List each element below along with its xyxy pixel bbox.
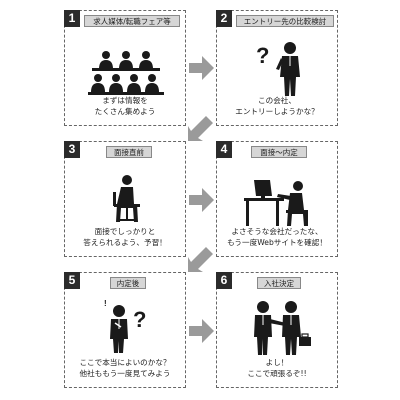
step-card-6: 6 入社決定 よし！ ここで頑張るぞ!!	[216, 272, 338, 388]
step-caption: ここで本当によいのかな？ 他社ももう一度見てみよう	[79, 358, 171, 378]
handshake-icon	[254, 301, 311, 355]
step-title: エントリー先の比較検討	[236, 15, 334, 27]
audience-icon	[88, 51, 164, 95]
step-number: 6	[216, 272, 232, 289]
step-card-4: 4 面接～内定 よさそうな会社だったな、 もう一度Webサイトを確認！	[216, 141, 338, 257]
step-caption: よさそうな会社だったな、 もう一度Webサイトを確認！	[227, 227, 327, 247]
arrow-right-icon	[189, 188, 214, 212]
svg-text:!: !	[104, 299, 107, 308]
step-caption: よし！ ここで頑張るぞ!!	[247, 358, 307, 378]
seated-person-icon	[113, 175, 140, 222]
person-at-computer-icon	[244, 180, 308, 226]
step-card-2: 2 エントリー先の比較検討 ? この会社、 エントリーしようかな？	[216, 10, 338, 126]
step-card-3: 3 面接直前 面接でしっかりと 答えられるよう、予習！	[64, 141, 186, 257]
step-card-5: 5 内定後 ! ? ここで本当によいのかな？ 他社ももう一度見てみよう	[64, 272, 186, 388]
step-title: 面接直前	[106, 146, 152, 158]
thinking-person-icon: ?	[256, 42, 300, 96]
arrow-right-icon	[189, 319, 214, 343]
step-caption: この会社、 エントリーしようかな？	[235, 96, 319, 116]
step-card-1: 1 求人媒体/転職フェア等 まずは情報を たくさん集めよう	[64, 10, 186, 126]
step-number: 2	[216, 10, 232, 27]
step-caption: まずは情報を たくさん集めよう	[94, 96, 156, 116]
step-title: 入社決定	[257, 277, 301, 289]
svg-text:?: ?	[133, 307, 146, 332]
step-title: 求人媒体/転職フェア等	[84, 15, 180, 27]
step-title: 内定後	[110, 277, 146, 289]
arrow-down-left-icon	[188, 247, 213, 272]
step-caption: 面接でしっかりと 答えられるよう、予習！	[83, 227, 167, 247]
svg-text:?: ?	[256, 43, 269, 68]
step-number: 5	[64, 272, 80, 289]
step-number: 4	[216, 141, 232, 158]
arrow-right-icon	[189, 56, 214, 80]
worried-person-icon: ! ?	[104, 299, 146, 353]
arrow-down-left-icon	[188, 116, 213, 141]
step-number: 1	[64, 10, 80, 27]
step-title: 面接～内定	[251, 146, 307, 158]
step-number: 3	[64, 141, 80, 158]
